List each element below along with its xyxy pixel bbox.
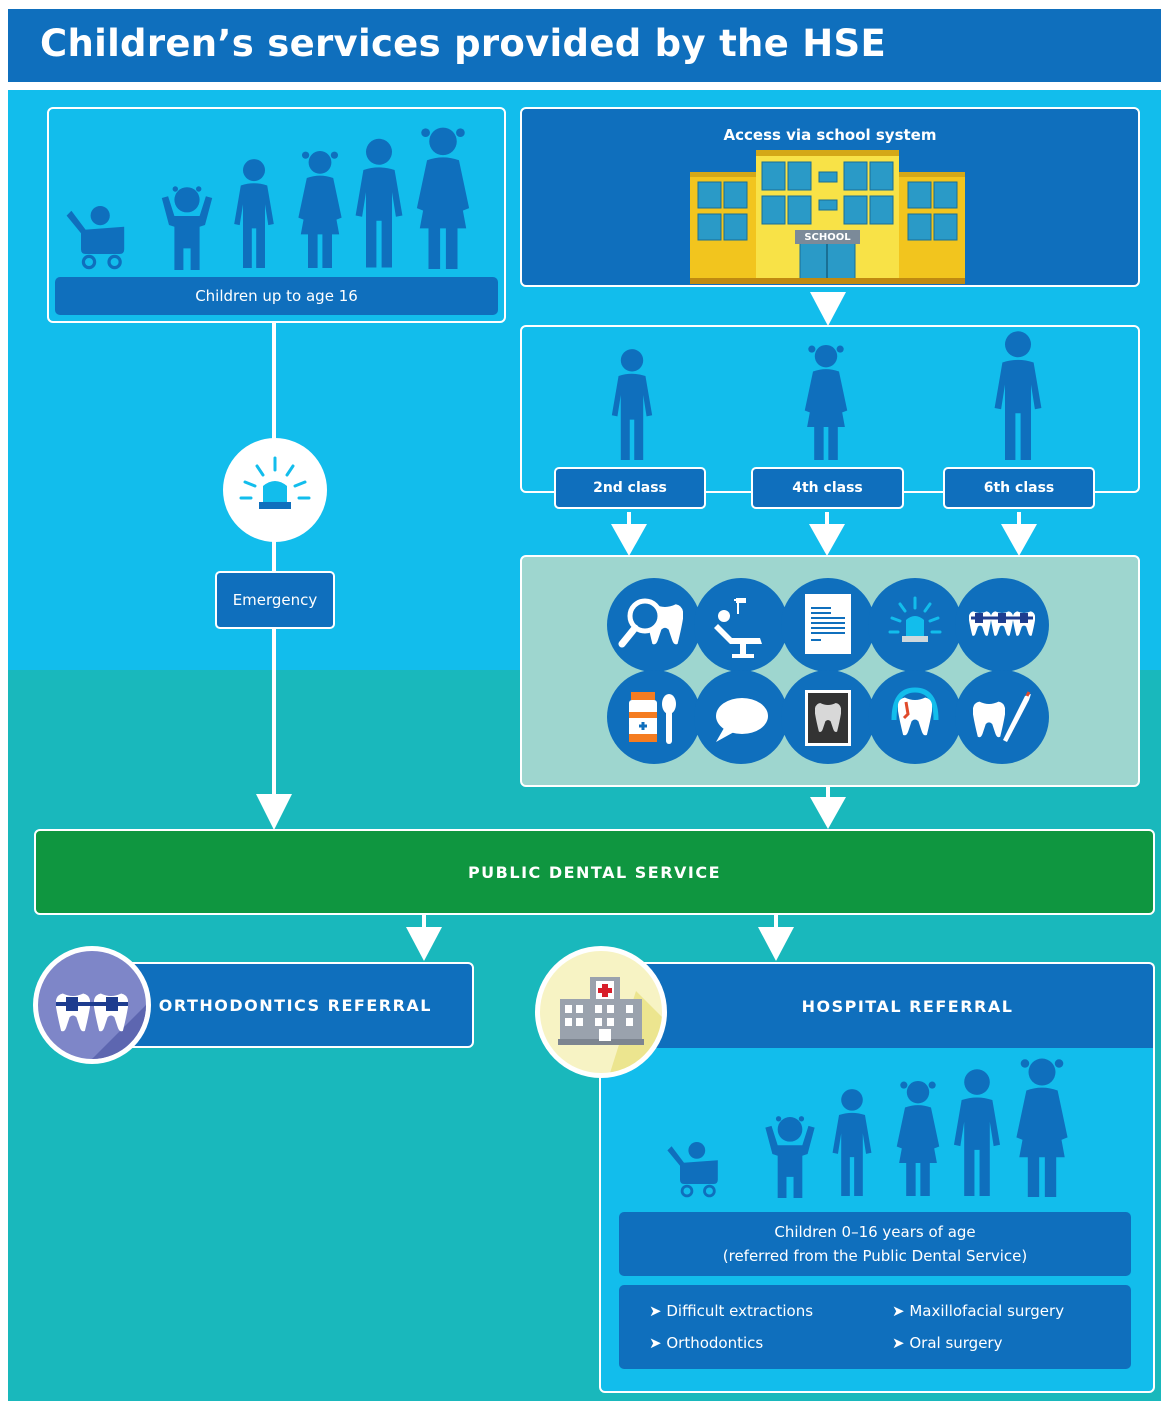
hospital-services-box <box>619 1285 1131 1369</box>
school-label: Access via school system <box>723 126 937 144</box>
arrow-2nd <box>611 512 647 556</box>
boy-6th-icon <box>990 330 1046 460</box>
hospital-girl-icon <box>892 1078 944 1196</box>
toddler-icon <box>158 180 216 270</box>
school-sign: SCHOOL <box>804 232 851 243</box>
hospital-children-line2: (referred from the Public Dental Service… <box>722 1247 1028 1265</box>
hospital-building-icon <box>540 951 662 1073</box>
emergency-label: Emergency <box>215 571 335 629</box>
class-6th: 6th class <box>943 467 1095 509</box>
hospital-boy-icon <box>830 1088 874 1196</box>
arrow-4th <box>809 512 845 556</box>
arrow-pds-hospital <box>758 915 794 961</box>
hospital-toddler-icon <box>761 1110 819 1198</box>
hospital-referral-box: HOSPITAL REFERRAL <box>600 962 1155 1048</box>
girl-icon <box>294 148 346 268</box>
class-4th: 4th class <box>751 467 904 509</box>
dental-chair-icon <box>694 578 788 672</box>
school-building-icon <box>690 150 965 284</box>
service-item: ➤ Orthodontics <box>649 1334 764 1352</box>
orthodontics-referral-box: ORTHODONTICS REFERRAL <box>90 962 474 1048</box>
pram-icon <box>58 190 136 270</box>
tooth-decay-icon <box>868 670 962 764</box>
service-item: ➤ Maxillofacial surgery <box>892 1302 1065 1320</box>
document-icon <box>781 578 875 672</box>
speech-bubble-icon <box>694 670 788 764</box>
hospital-children-box: Children 0–16 years of age (referred fro… <box>619 1212 1131 1276</box>
hospital-children-line1: Children 0–16 years of age <box>774 1223 976 1241</box>
page-title: Children’s services provided by the HSE <box>40 22 887 65</box>
emergency-light-circle-icon <box>223 438 327 542</box>
arrow-school-classes <box>810 292 846 326</box>
hospital-circle <box>535 946 667 1078</box>
class-2nd: 2nd class <box>554 467 706 509</box>
ortho-braces-icon <box>38 951 146 1059</box>
emergency-line <box>272 323 276 803</box>
hospital-teen-girl-icon <box>1010 1055 1074 1197</box>
boy-2nd-icon <box>607 348 657 460</box>
girl-4th-icon <box>798 342 854 460</box>
medicine-spoon-icon <box>607 670 701 764</box>
arrow-services-pds <box>810 787 846 829</box>
hospital-pram-icon <box>655 1128 733 1198</box>
service-item: ➤ Oral surgery <box>892 1334 1003 1352</box>
public-dental-service-bar: PUBLIC DENTAL SERVICE <box>34 829 1155 915</box>
children-panel <box>47 107 506 323</box>
teen-boy-icon <box>353 137 405 268</box>
emergency-light-icon <box>868 578 962 672</box>
xray-icon <box>781 670 875 764</box>
children-label: Children up to age 16 <box>55 277 498 315</box>
service-item: ➤ Difficult extractions <box>649 1302 814 1320</box>
arrow-pds-ortho <box>406 915 442 961</box>
tooth-scalpel-icon <box>955 670 1049 764</box>
tooth-magnifier-icon <box>607 578 701 672</box>
boy-icon <box>232 158 276 268</box>
arrow-6th <box>1001 512 1037 556</box>
hospital-teen-boy-icon <box>951 1068 1003 1196</box>
braces-icon <box>955 578 1049 672</box>
arrow-emergency-pds <box>256 794 292 830</box>
orthodontics-circle <box>33 946 151 1064</box>
header-bar <box>8 9 1161 82</box>
teen-girl-icon <box>412 124 474 269</box>
